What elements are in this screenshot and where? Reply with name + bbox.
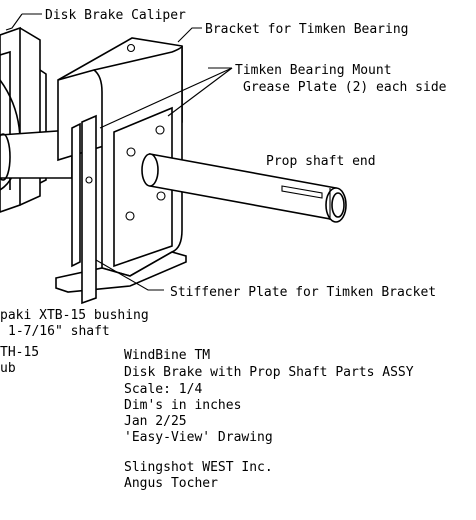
title-line-4: Dim's in inches	[124, 398, 241, 413]
prop-shaft-end-callout: Prop shaft end	[266, 154, 376, 169]
title-line-6: 'Easy-View' Drawing	[124, 430, 273, 445]
leader-lines	[5, 13, 233, 291]
title-block: WindBine TM Disk Brake with Prop Shaft P…	[124, 348, 414, 491]
bracket-callout: Bracket for Timken Bearing	[205, 22, 409, 37]
grease-plate-callout-line1: Timken Bearing Mount	[235, 63, 392, 78]
hub-callout-line1: TH-15	[0, 345, 39, 360]
caliper-callout: Disk Brake Caliper	[45, 8, 186, 23]
company-name: Slingshot WEST Inc.	[124, 460, 273, 475]
bushing-callout-line2: 1-7/16" shaft	[8, 324, 110, 339]
timken-bearing-bracket	[55, 37, 187, 305]
title-line-5: Jan 2/25	[124, 414, 187, 429]
title-line-3: Scale: 1/4	[124, 382, 202, 397]
bushing-callout-line1: paki XTB-15 bushing	[0, 308, 149, 323]
prop-shaft-right	[141, 153, 347, 223]
stiffener-plate-callout: Stiffener Plate for Timken Bracket	[170, 285, 436, 300]
disk-brake-caliper	[0, 26, 47, 213]
title-line-1: WindBine TM	[124, 348, 210, 363]
callouts: Disk Brake Caliper Bracket for Timken Be…	[0, 8, 447, 376]
author-name: Angus Tocher	[124, 476, 218, 491]
hub-callout-line2: ub	[0, 361, 16, 376]
title-line-2: Disk Brake with Prop Shaft Parts ASSY	[124, 365, 414, 380]
grease-plate-callout-line2: Grease Plate (2) each side	[243, 80, 447, 95]
